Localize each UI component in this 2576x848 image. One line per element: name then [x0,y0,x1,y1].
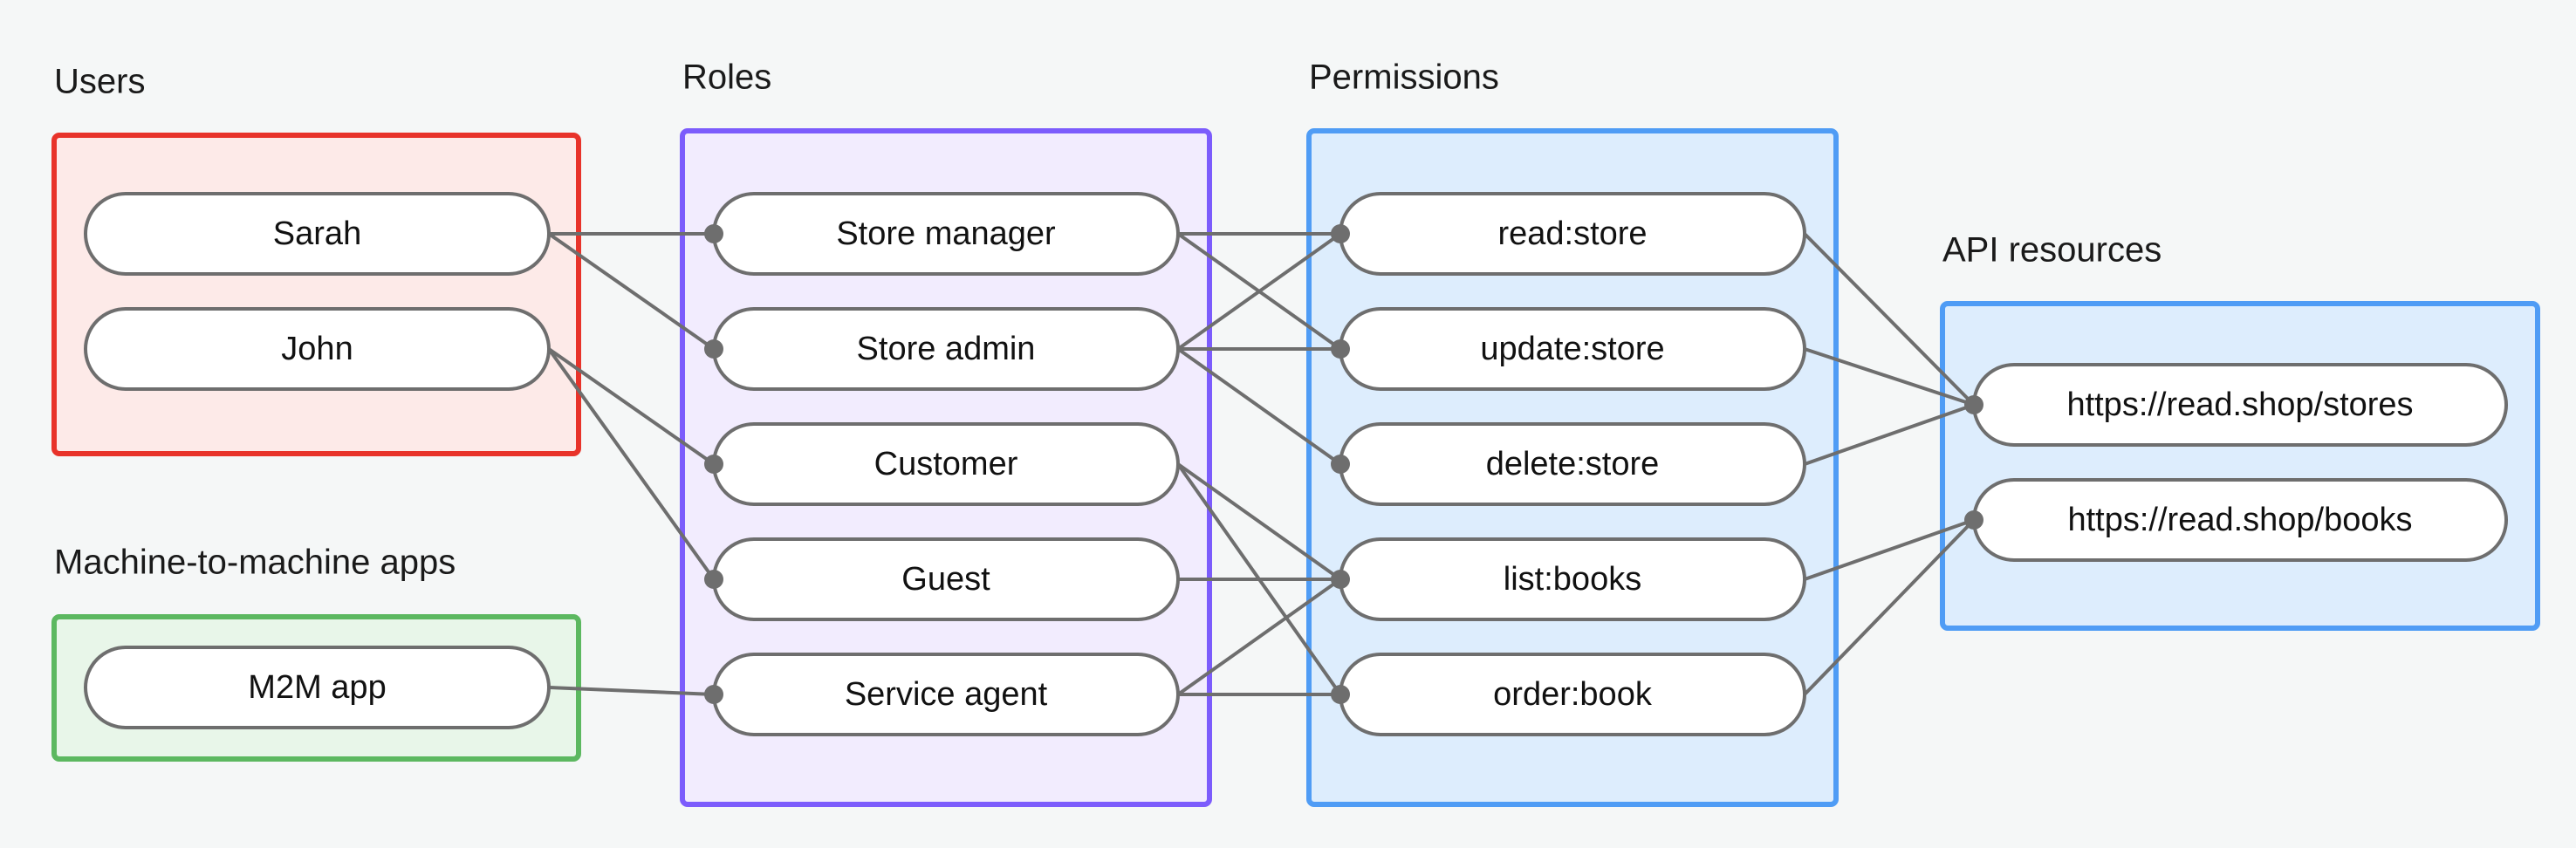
node-label-service-agent: Service agent [845,676,1048,713]
node-label-customer: Customer [874,446,1018,482]
edge-store-admin-delete-store [1176,347,1342,466]
edge-list-books-res-books [1804,518,1975,581]
edge-service-agent-list-books [1176,578,1342,696]
edge-endpoint-dot-res-books [1964,510,1983,530]
edge-customer-list-books [1176,462,1342,581]
node-sarah[interactable] [84,192,551,276]
group-container-users [51,133,581,456]
edge-endpoint-dot-res-stores [1964,395,1983,414]
edge-sarah-store-admin [547,232,716,351]
edges-layer [547,232,1976,696]
node-label-read-store: read:store [1497,215,1647,252]
edge-john-guest [547,347,716,581]
edge-endpoint-dot-customer [704,455,723,474]
edge-endpoint-dot-read-store [1331,224,1350,243]
node-label-order-book: order:book [1493,676,1653,713]
edge-order-book-res-books [1803,518,1976,696]
edge-endpoint-dot-order-book [1331,685,1350,704]
edge-endpoint-dots-layer [704,224,1983,704]
edge-endpoint-dot-store-admin [704,339,723,359]
node-label-m2mapp: M2M app [248,669,386,706]
edge-endpoint-dot-delete-store [1331,455,1350,474]
node-label-guest: Guest [901,561,990,598]
node-m2mapp[interactable] [84,646,551,729]
node-john[interactable] [84,307,551,391]
group-title-permissions: Permissions [1309,58,1499,97]
edge-endpoint-dot-store-manager [704,224,723,243]
node-label-store-admin: Store admin [857,331,1036,367]
group-title-roles: Roles [682,58,771,97]
edge-endpoint-dot-update-store [1331,339,1350,359]
edge-store-admin-read-store [1176,232,1342,351]
node-label-john: John [281,331,353,367]
group-container-api-resources [1940,301,2540,631]
edge-john-customer [547,347,716,466]
edge-delete-store-res-stores [1804,403,1975,466]
node-label-res-books: https://read.shop/books [2067,502,2412,538]
group-title-m2m: Machine-to-machine apps [54,544,456,582]
node-label-update-store: update:store [1480,331,1664,367]
node-label-res-stores: https://read.shop/stores [2066,386,2413,423]
edge-endpoint-dot-service-agent [704,685,723,704]
edge-endpoint-dot-list-books [1331,570,1350,589]
edge-update-store-res-stores [1804,347,1975,407]
node-label-list-books: list:books [1504,561,1641,598]
group-title-api-resources: API resources [1942,231,2162,270]
edge-read-store-res-stores [1803,232,1976,407]
edge-m2mapp-service-agent [548,686,715,696]
node-label-store-manager: Store manager [836,215,1056,252]
node-label-delete-store: delete:store [1486,446,1660,482]
group-title-users: Users [54,63,145,101]
node-label-sarah: Sarah [273,215,361,252]
edge-endpoint-dot-guest [704,570,723,589]
